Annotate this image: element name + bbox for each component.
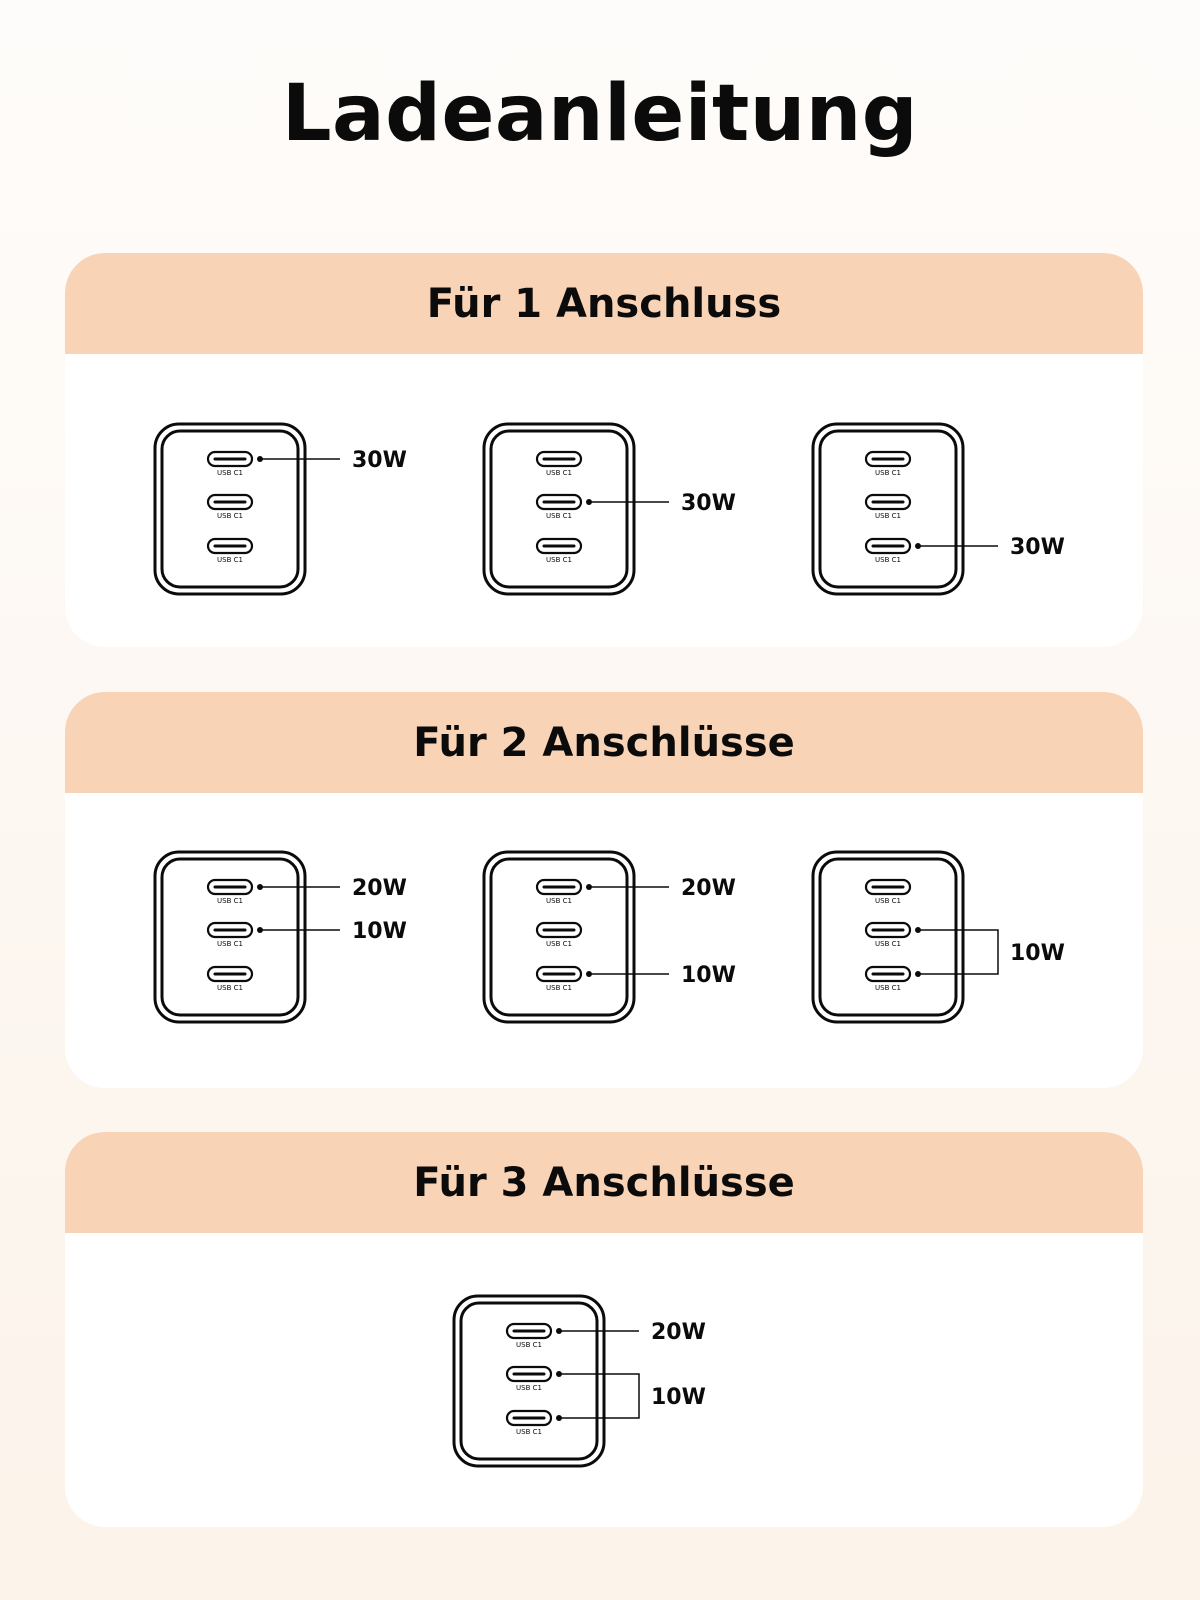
section-two-ports: Für 2 Anschlüsse USB C1 USB C1 USB C1 20W 10… — [65, 692, 1143, 1088]
section-header: Für 1 Anschluss — [65, 253, 1143, 354]
port-label: USB C1 — [217, 984, 243, 992]
charger-outer-shell — [482, 850, 636, 1024]
usb-c-port-icon — [206, 921, 254, 939]
usb-c-port-icon — [864, 878, 912, 896]
wattage-label: 10W — [651, 1385, 706, 1410]
charger: USB C1 USB C1 USB C1 10W — [811, 850, 1065, 1024]
charger-diagrams: USB C1 USB C1 USB C1 30W USB C1 USB C1 USB C1 3… — [153, 422, 1065, 596]
charger-outer-shell — [811, 422, 965, 596]
port-label: USB C1 — [516, 1384, 542, 1392]
charger-inner-shell — [818, 857, 958, 1017]
port-label: USB C1 — [217, 512, 243, 520]
charger-outer-shell — [153, 850, 307, 1024]
diagram-area: USB C1 USB C1 USB C1 20W 10W — [65, 1233, 1143, 1527]
charger-inner-shell — [818, 429, 958, 589]
charger-outer-shell — [482, 422, 636, 596]
section-header: Für 3 Anschlüsse — [65, 1132, 1143, 1233]
leader-bracket — [559, 1373, 640, 1419]
wattage-label: 10W — [352, 919, 407, 944]
usb-c-port-icon — [864, 921, 912, 939]
usb-c-port-icon — [505, 1365, 553, 1383]
wattage-label: 30W — [352, 448, 407, 473]
usb-c-port-icon — [206, 537, 254, 555]
wattage-label: 30W — [1010, 535, 1065, 560]
port-label: USB C1 — [875, 984, 901, 992]
section-header: Für 2 Anschlüsse — [65, 692, 1143, 793]
usb-c-port-icon — [206, 450, 254, 468]
section-title: Für 1 Anschluss — [426, 280, 782, 327]
wattage-label: 10W — [681, 963, 736, 988]
port-label: USB C1 — [546, 897, 572, 905]
port-label: USB C1 — [217, 556, 243, 564]
usb-c-port-icon — [535, 450, 583, 468]
usb-c-port-icon — [535, 965, 583, 983]
usb-c-port-icon — [206, 965, 254, 983]
charger: USB C1 USB C1 USB C1 20W 10W — [482, 850, 736, 1024]
port-label: USB C1 — [546, 556, 572, 564]
diagram-area: USB C1 USB C1 USB C1 30W USB C1 USB C1 USB C1 3… — [65, 354, 1143, 647]
usb-c-port-icon — [864, 537, 912, 555]
usb-c-port-icon — [535, 493, 583, 511]
charger-inner-shell — [459, 1301, 599, 1461]
port-label: USB C1 — [217, 940, 243, 948]
charger-outer-shell — [452, 1294, 606, 1468]
charger-outer-shell — [153, 422, 307, 596]
charger-inner-shell — [160, 429, 300, 589]
port-label: USB C1 — [217, 469, 243, 477]
usb-c-port-icon — [535, 878, 583, 896]
usb-c-port-icon — [864, 965, 912, 983]
charger-diagrams: USB C1 USB C1 USB C1 20W 10W — [452, 1294, 706, 1468]
section-title: Für 2 Anschlüsse — [413, 719, 795, 766]
usb-c-port-icon — [535, 537, 583, 555]
port-label: USB C1 — [875, 940, 901, 948]
charger-outer-shell — [811, 850, 965, 1024]
usb-c-port-icon — [864, 450, 912, 468]
wattage-label: 20W — [352, 876, 407, 901]
wattage-label: 30W — [681, 491, 736, 516]
port-label: USB C1 — [546, 984, 572, 992]
port-label: USB C1 — [875, 469, 901, 477]
usb-c-port-icon — [206, 878, 254, 896]
port-label: USB C1 — [217, 897, 243, 905]
section-three-ports: Für 3 Anschlüsse USB C1 USB C1 USB C1 20W 10… — [65, 1132, 1143, 1527]
port-label: USB C1 — [875, 897, 901, 905]
charger: USB C1 USB C1 USB C1 20W 10W — [153, 850, 407, 1024]
charger: USB C1 USB C1 USB C1 30W — [482, 422, 736, 596]
charger-inner-shell — [160, 857, 300, 1017]
port-label: USB C1 — [546, 940, 572, 948]
wattage-label: 20W — [681, 876, 736, 901]
port-label: USB C1 — [546, 512, 572, 520]
port-label: USB C1 — [516, 1341, 542, 1349]
port-label: USB C1 — [875, 512, 901, 520]
charger: USB C1 USB C1 USB C1 30W — [153, 422, 407, 596]
usb-c-port-icon — [505, 1409, 553, 1427]
page-title: Ladeanleitung — [281, 69, 919, 159]
port-label: USB C1 — [546, 469, 572, 477]
port-label: USB C1 — [516, 1428, 542, 1436]
usb-c-port-icon — [505, 1322, 553, 1340]
charger-inner-shell — [489, 429, 629, 589]
section-title: Für 3 Anschlüsse — [413, 1159, 795, 1206]
charger-inner-shell — [489, 857, 629, 1017]
charger: USB C1 USB C1 USB C1 30W — [811, 422, 1065, 596]
wattage-label: 20W — [651, 1320, 706, 1345]
port-label: USB C1 — [875, 556, 901, 564]
leader-bracket — [918, 929, 999, 975]
charger: USB C1 USB C1 USB C1 20W 10W — [452, 1294, 706, 1468]
usb-c-port-icon — [864, 493, 912, 511]
usb-c-port-icon — [535, 921, 583, 939]
usb-c-port-icon — [206, 493, 254, 511]
wattage-label: 10W — [1010, 941, 1065, 966]
